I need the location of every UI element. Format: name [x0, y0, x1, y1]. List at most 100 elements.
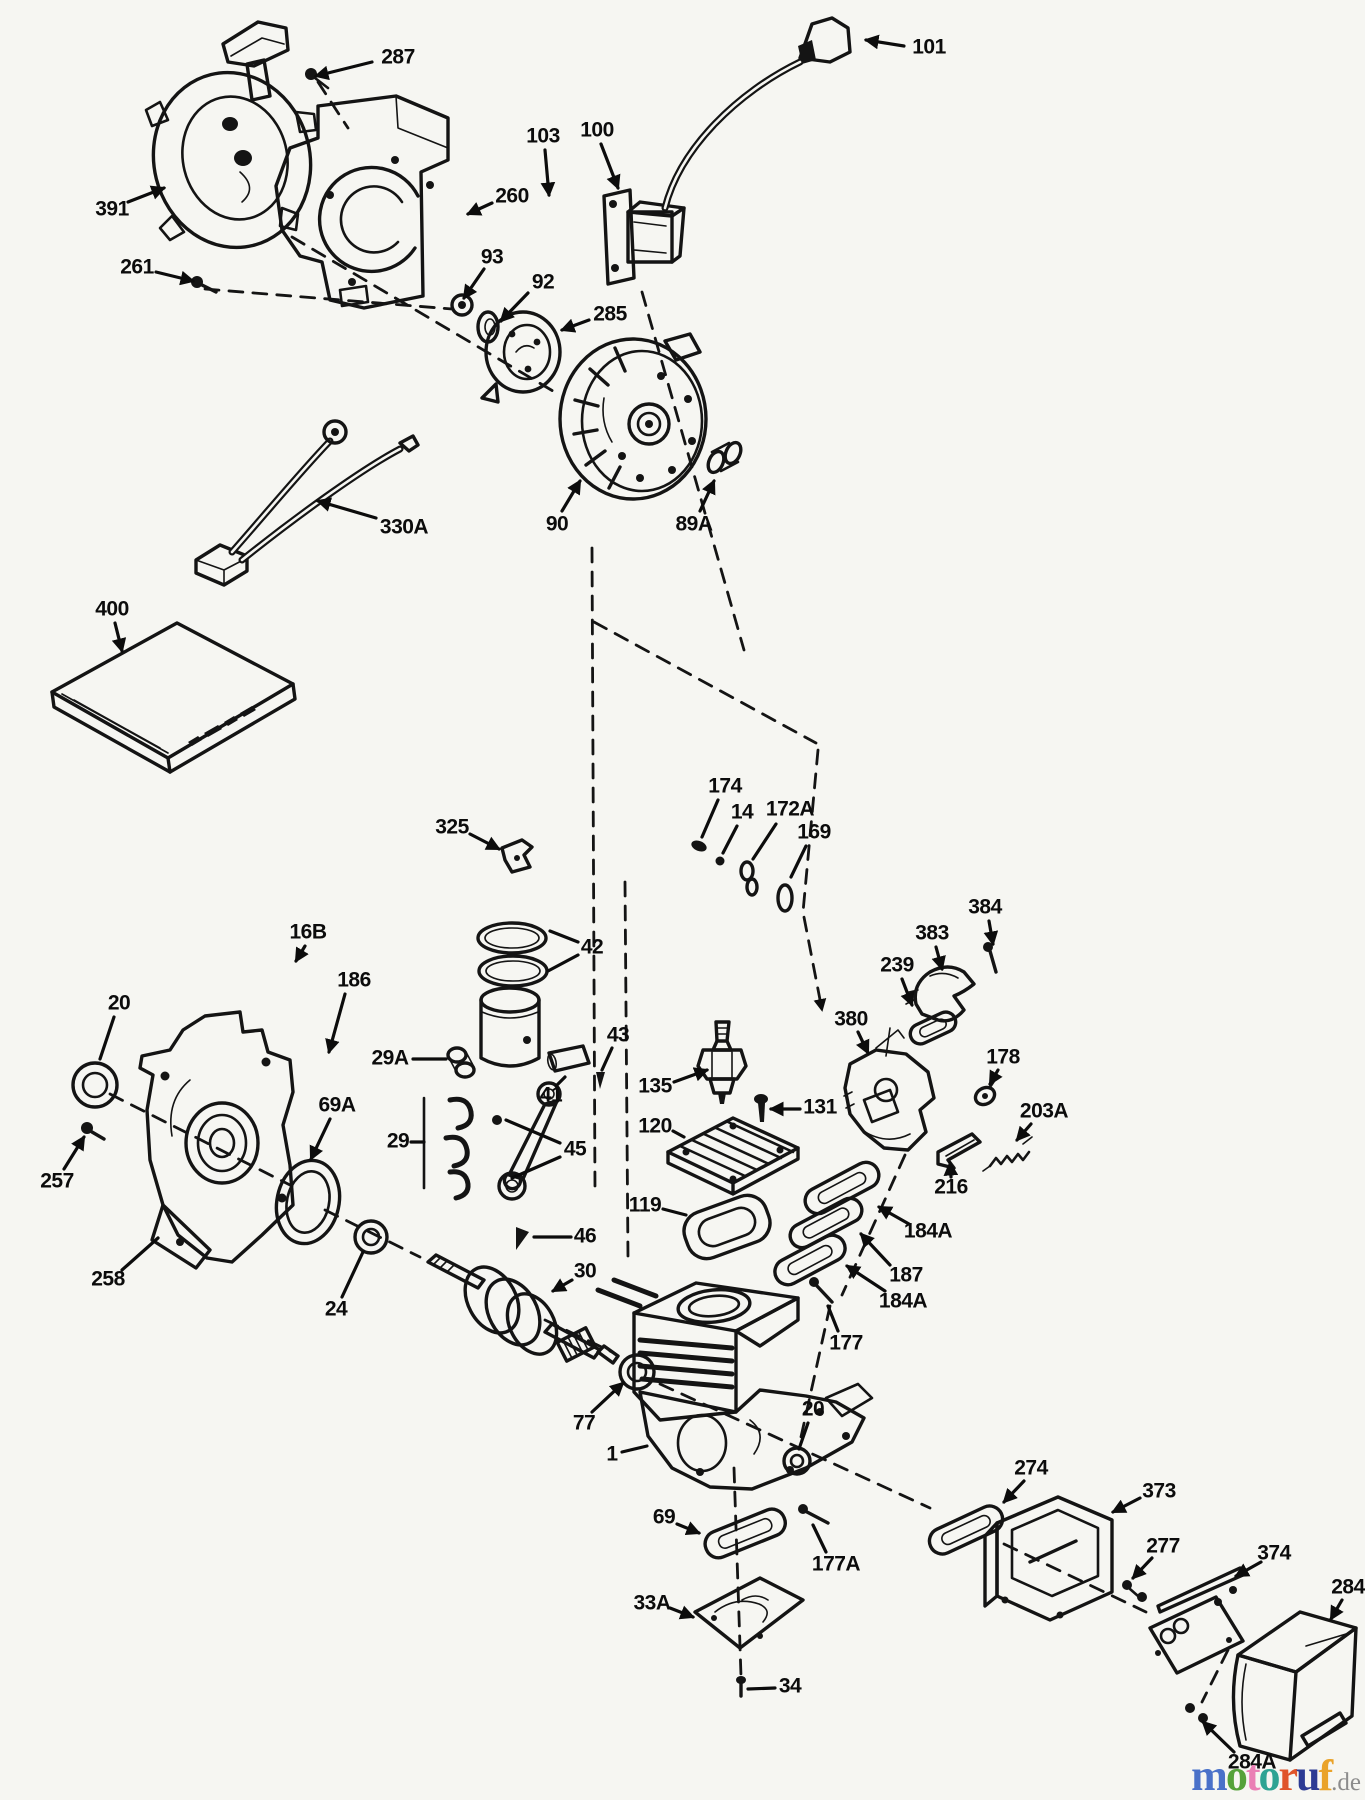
part-label-135: 135 — [638, 1075, 672, 1098]
leader-line-274 — [1002, 1479, 1026, 1504]
flywheel-key-drawing — [706, 440, 743, 475]
starter-cup-drawing — [480, 310, 562, 404]
part-label-330A: 330A — [380, 516, 429, 539]
leader-line-43 — [600, 1046, 614, 1072]
part-label-20: 20 — [108, 992, 130, 1015]
part-label-93: 93 — [481, 246, 503, 269]
head-gasket-drawing — [682, 1193, 772, 1261]
leader-line-260 — [465, 201, 494, 216]
leader-line-33A — [668, 1605, 696, 1620]
leader-line-77 — [590, 1381, 625, 1414]
part-label-46: 46 — [574, 1225, 596, 1248]
elbow-gasket-drawing — [908, 1010, 958, 1046]
cone-46-drawing — [516, 1227, 529, 1250]
leader-line-16B — [294, 944, 309, 963]
head-bolt-131-drawing — [754, 1094, 768, 1122]
part-label-69A: 69A — [318, 1094, 355, 1117]
cylinder-assembly-drawing — [595, 1277, 874, 1491]
leader-line-177 — [826, 1304, 840, 1333]
piston-drawing — [479, 986, 541, 1068]
leader-line-284A — [1201, 1720, 1236, 1754]
leader-line-169 — [789, 844, 808, 879]
leader-line-45 — [510, 1155, 562, 1180]
leader-line-384 — [983, 919, 999, 947]
leader-line-203A — [1015, 1122, 1033, 1142]
leader-line-287 — [313, 60, 374, 81]
leader-line-69 — [675, 1521, 702, 1536]
leader-line-177A — [811, 1523, 828, 1554]
spool-172A-drawing — [739, 860, 759, 897]
part-label-45: 45 — [564, 1138, 587, 1161]
leader-line-90 — [560, 479, 582, 513]
part-label-120: 120 — [638, 1115, 672, 1138]
part-label-100: 100 — [580, 119, 614, 142]
part-label-261: 261 — [120, 256, 154, 279]
crankshaft-drawing — [426, 1253, 620, 1365]
leader-line-383 — [931, 945, 946, 972]
leader-line-277 — [1131, 1556, 1154, 1580]
part-label-277: 277 — [1146, 1535, 1180, 1558]
leader-line-172A — [751, 822, 778, 861]
part-label-287: 287 — [381, 46, 415, 69]
leader-line-1 — [620, 1444, 649, 1454]
part-label-101: 101 — [912, 36, 946, 59]
part-label-42: 42 — [581, 936, 603, 959]
part-label-89A: 89A — [675, 513, 712, 536]
wrist-pin-drawing — [546, 1044, 591, 1073]
part-label-174: 174 — [708, 775, 742, 798]
main-bearing-77-drawing — [618, 1353, 656, 1391]
carb-gasket-lower-drawing — [773, 1233, 847, 1287]
crankcase-cover-drawing — [138, 1010, 295, 1270]
bearing-29A-drawing — [446, 1046, 476, 1079]
part-label-92: 92 — [532, 271, 554, 294]
governor-pin-174-drawing — [691, 840, 707, 852]
part-label-16B: 16B — [289, 921, 326, 944]
ignition-coil-drawing — [602, 58, 804, 286]
leader-line-30 — [551, 1278, 574, 1293]
watermark-letter: r — [1278, 1751, 1297, 1800]
screw-34-drawing — [736, 1676, 746, 1698]
ring-169-drawing — [776, 883, 794, 913]
part-label-391: 391 — [95, 198, 129, 221]
part-label-69: 69 — [653, 1506, 675, 1529]
assembly-axis-lines — [108, 80, 1230, 1704]
part-label-374: 374 — [1257, 1542, 1291, 1565]
cone-43-drawing — [596, 1072, 605, 1089]
leader-line-100 — [599, 142, 621, 191]
leader-line-400 — [111, 621, 127, 654]
flywheel-drawing — [558, 332, 708, 501]
leader-line-239 — [900, 977, 915, 1008]
leader-line-186 — [325, 992, 347, 1055]
part-label-77: 77 — [573, 1412, 595, 1435]
leader-line-373 — [1111, 1496, 1142, 1514]
screws-284A-drawing — [1185, 1703, 1208, 1723]
muffler-284-drawing — [1231, 1610, 1358, 1762]
reed-plate-33A-drawing — [693, 1576, 805, 1650]
watermark-letter: t — [1245, 1751, 1261, 1800]
screw-287-drawing — [305, 68, 330, 90]
carb-gasket-upper-drawing — [803, 1160, 881, 1216]
leader-line-184A — [845, 1264, 887, 1293]
parts-manual-drawing — [50, 621, 297, 774]
part-label-33A: 33A — [633, 1592, 670, 1615]
leader-line-135 — [672, 1067, 710, 1084]
part-label-1: 1 — [606, 1443, 618, 1466]
part-label-20: 20 — [802, 1398, 824, 1421]
leader-line-69A — [309, 1117, 332, 1161]
leader-line-41 — [554, 1075, 567, 1088]
part-label-177: 177 — [829, 1332, 863, 1355]
part-label-216: 216 — [934, 1176, 968, 1199]
motoruf-watermark[interactable]: motoruf.de — [1191, 1754, 1361, 1798]
screws-277-drawing — [1122, 1580, 1147, 1602]
piston-rings-drawing — [476, 921, 549, 988]
leader-line-120 — [671, 1129, 686, 1139]
part-label-24: 24 — [325, 1298, 348, 1321]
bracket-325-drawing — [500, 838, 534, 874]
blower-housing-drawing — [274, 94, 450, 310]
bolt-177A-drawing — [798, 1504, 830, 1525]
leader-line-45 — [504, 1118, 562, 1145]
part-label-119: 119 — [629, 1194, 661, 1217]
